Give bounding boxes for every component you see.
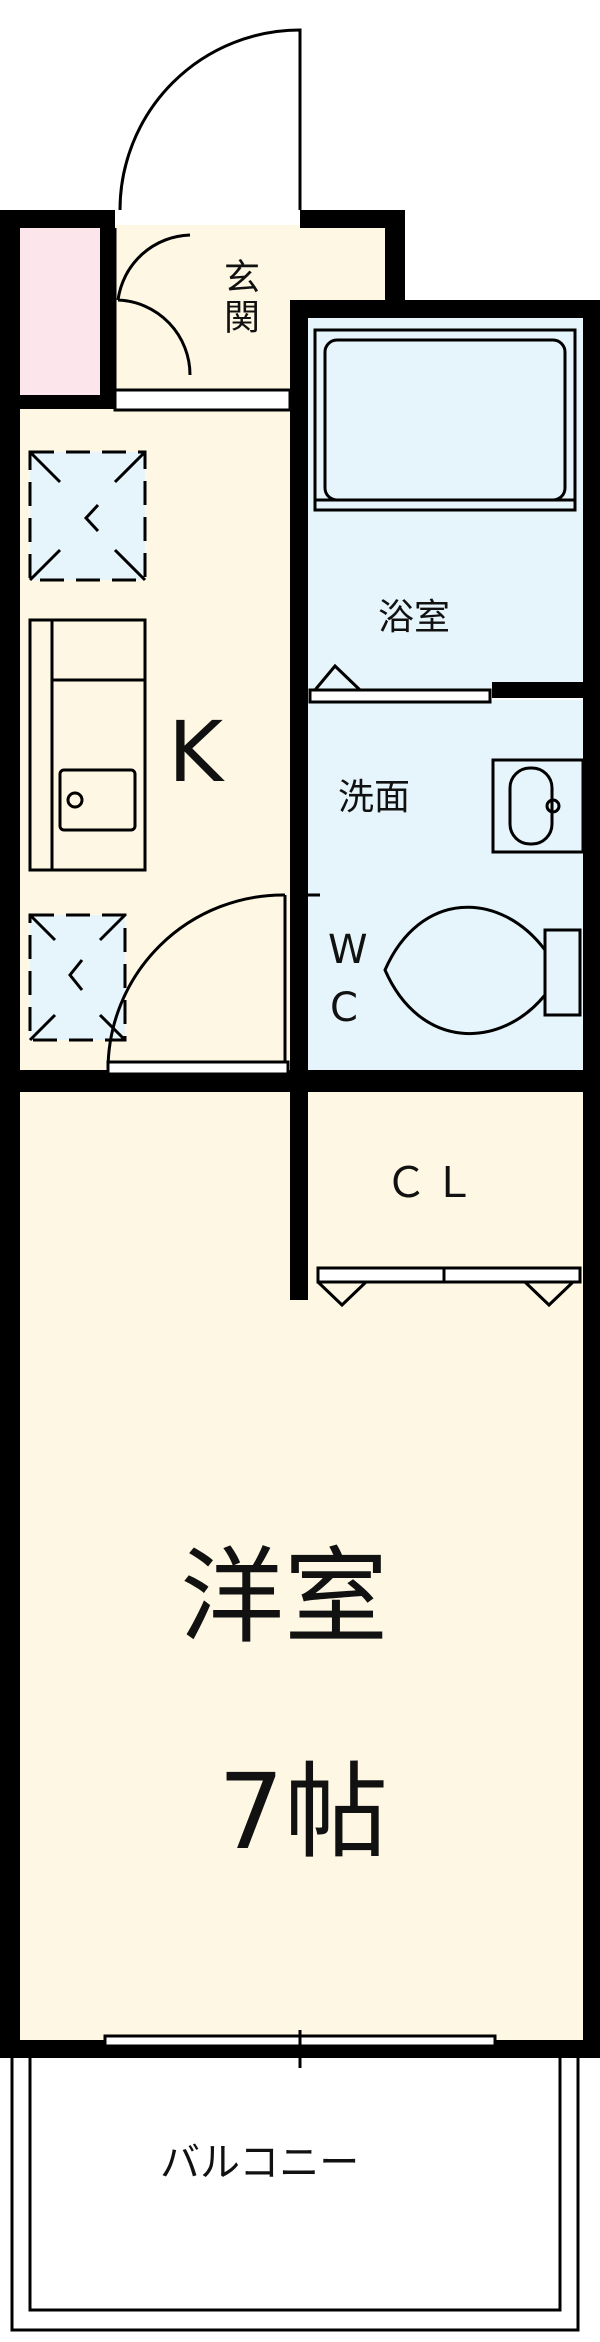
bath-door (308, 663, 492, 704)
washroom-floor (305, 700, 585, 1080)
walls (0, 210, 600, 2058)
entrance-door-swing (118, 28, 302, 211)
genkan-inner-door-icon (116, 233, 192, 376)
wc-w-label: W (328, 927, 368, 973)
storage-pink-floor (20, 225, 115, 405)
western-room-label: 洋室 (180, 1536, 389, 1658)
genkan-step (113, 388, 292, 412)
closet-door (316, 1266, 582, 1308)
balcony (10, 2055, 580, 2332)
bath-floor (305, 315, 585, 690)
kitchen-counter (28, 618, 147, 872)
sink-icon (491, 758, 585, 854)
bathtub-icon (313, 328, 577, 512)
appliance-box-icon (28, 450, 147, 1042)
balcony-label: バルコニー (160, 2140, 360, 2186)
washroom-label: 洗面 (338, 777, 411, 818)
window-sash (103, 2030, 497, 2068)
genkan-label: 玄関 (218, 258, 259, 338)
kitchen-door-icon (106, 893, 290, 1076)
kitchen-label: K (168, 703, 224, 801)
appliance-mark-icon (28, 450, 147, 1042)
bath-label: 浴室 (378, 597, 451, 638)
closet-label: ＣＬ (385, 1158, 482, 1207)
partition-door-mark (290, 700, 320, 1070)
wc-c-label: C (330, 985, 358, 1031)
toilet-icon (383, 905, 582, 1036)
stove-icon (66, 791, 84, 809)
western-room-size-label: 7帖 (218, 1751, 389, 1873)
